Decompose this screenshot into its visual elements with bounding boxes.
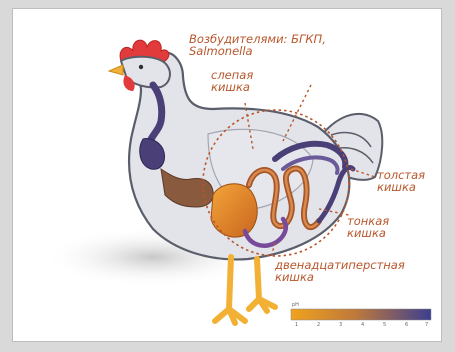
pathogens-label: Возбудителями: БГКП, Salmonella — [189, 33, 326, 57]
ph-tick-7: 7 — [425, 322, 428, 328]
duodenum-label: двенадцатиперстная кишка — [275, 259, 405, 283]
large-intestine-label: толстая кишка — [377, 169, 425, 193]
ph-scale-bar — [291, 309, 431, 320]
illustration-frame: Возбудителями: БГКП, Salmonella слепая к… — [12, 8, 442, 342]
chicken-beak — [109, 65, 123, 75]
chicken-eye — [139, 65, 143, 69]
gizzard — [211, 184, 257, 237]
ph-unit-label: pH — [292, 302, 299, 308]
ph-tick-2: 2 — [317, 322, 320, 328]
ph-tick-5: 5 — [383, 322, 386, 328]
ph-tick-6: 6 — [405, 322, 408, 328]
small-intestine-label: тонкая кишка — [347, 215, 389, 239]
cecum-label: слепая кишка — [211, 69, 253, 93]
ph-tick-4: 4 — [361, 322, 364, 328]
ph-tick-1: 1 — [295, 322, 298, 328]
ph-tick-3: 3 — [339, 322, 342, 328]
